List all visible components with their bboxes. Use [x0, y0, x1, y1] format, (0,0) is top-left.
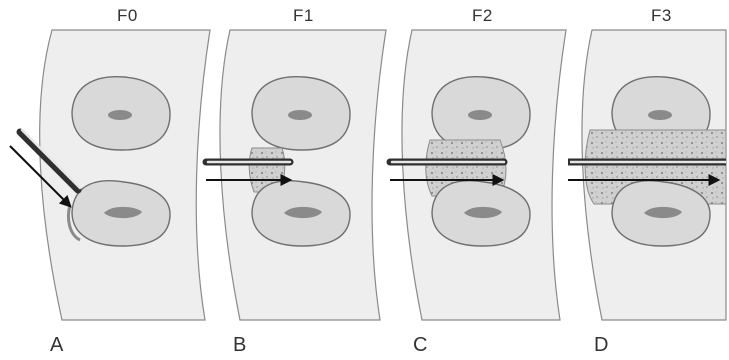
- panel-b: [206, 30, 386, 320]
- panel-letter-a: A: [50, 334, 63, 357]
- panel-c: [390, 30, 566, 320]
- panel-a-upper-vertebra: [72, 77, 170, 150]
- grade-label-f3: F3: [651, 6, 672, 26]
- panel-letter-d: D: [594, 334, 608, 357]
- grade-label-f1: F1: [293, 6, 314, 26]
- panel-b-body-outline: [220, 30, 386, 320]
- panel-c-upper-vertebra: [432, 77, 530, 150]
- panel-letter-b: B: [233, 334, 246, 357]
- grade-label-f2: F2: [472, 6, 493, 26]
- panel-d: [568, 30, 726, 320]
- panel-a: [10, 30, 210, 320]
- grade-label-f0: F0: [117, 6, 138, 26]
- panel-b-upper-vertebra: [252, 77, 350, 150]
- panel-letter-c: C: [413, 334, 427, 357]
